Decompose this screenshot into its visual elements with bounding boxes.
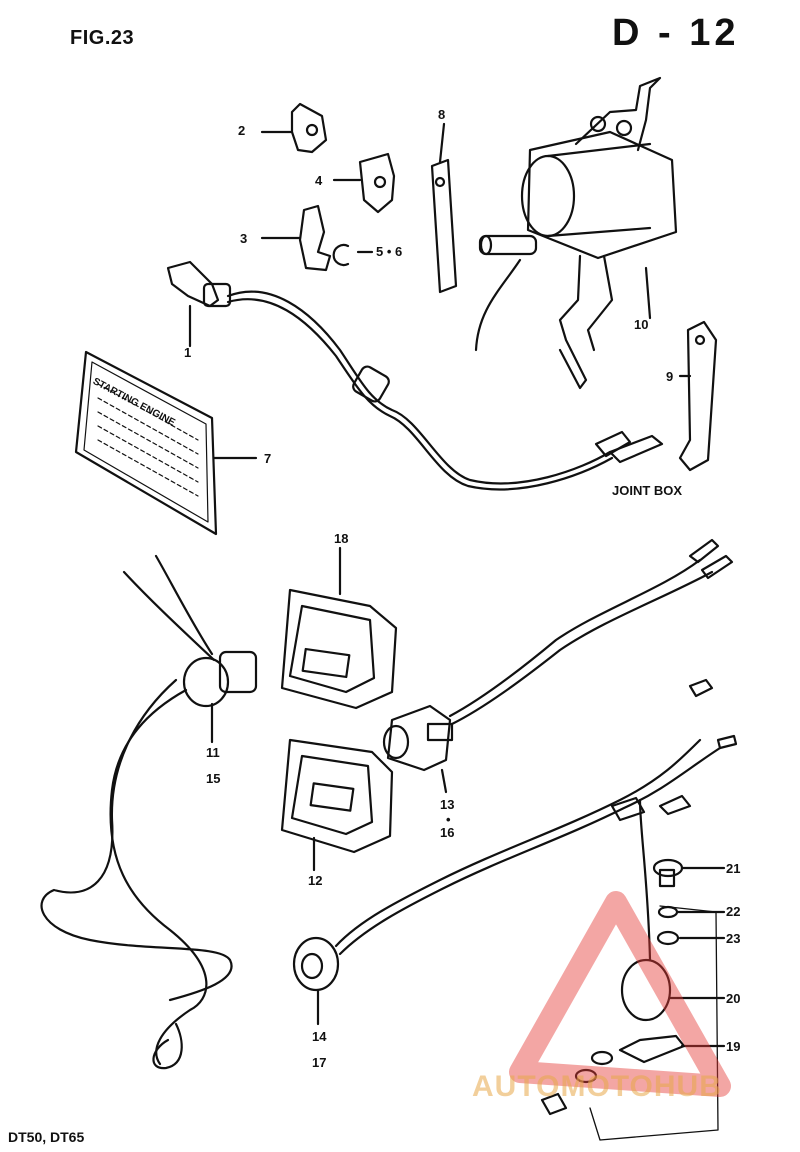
part-7-label-card [74,350,258,536]
callout-18: 18 [334,531,349,546]
callout-4: 4 [315,173,323,188]
callout-15: 15 [206,771,221,786]
callout-3: 3 [240,231,248,246]
callout-16: 16 [440,825,455,840]
part-2-bracket [260,102,328,154]
callout-12: 12 [308,873,323,888]
part-8-strap [430,122,458,294]
callout-2: 2 [238,123,246,138]
callout-14: 14 [312,1029,327,1044]
callout-1: 1 [184,345,192,360]
callout-8: 8 [438,107,446,122]
callout-20: 20 [726,991,741,1006]
part-14-connector [292,678,738,1026]
part-13-connector [382,538,734,794]
part-11-key-switch [40,554,258,1070]
page-code: D - 12 [612,12,740,54]
part-1-switch-harness [166,260,664,491]
watermark-text: AUTOMOTOHUB [472,1070,722,1103]
watermark-logo [509,891,731,1097]
callout-bullet: • [446,812,451,827]
callout-19: 19 [726,1039,741,1054]
callout-13: 13 [440,797,455,812]
part-18-housing [280,546,398,710]
callout-21: 21 [726,861,741,876]
part-5-6-washer [332,243,374,267]
callout-9: 9 [666,369,674,384]
parts-19-23-assembly [540,794,726,1141]
joint-box-label: JOINT BOX [612,483,683,498]
callout-17: 17 [312,1055,327,1070]
figure-label: FIG.23 [70,27,135,49]
part-3-clip [260,204,332,272]
part-10-solenoid [474,76,678,390]
part-4-bracket [332,152,396,214]
callout-23: 23 [726,931,741,946]
part-9-strap [678,320,718,472]
callout-22: 22 [726,904,741,919]
part-12-cover [280,738,394,872]
callout-5-6: 5 • 6 [376,244,403,259]
callout-7: 7 [264,451,272,466]
callout-10: 10 [634,317,649,332]
model-footer: DT50, DT65 [8,1129,85,1145]
callout-11: 11 [206,745,220,760]
